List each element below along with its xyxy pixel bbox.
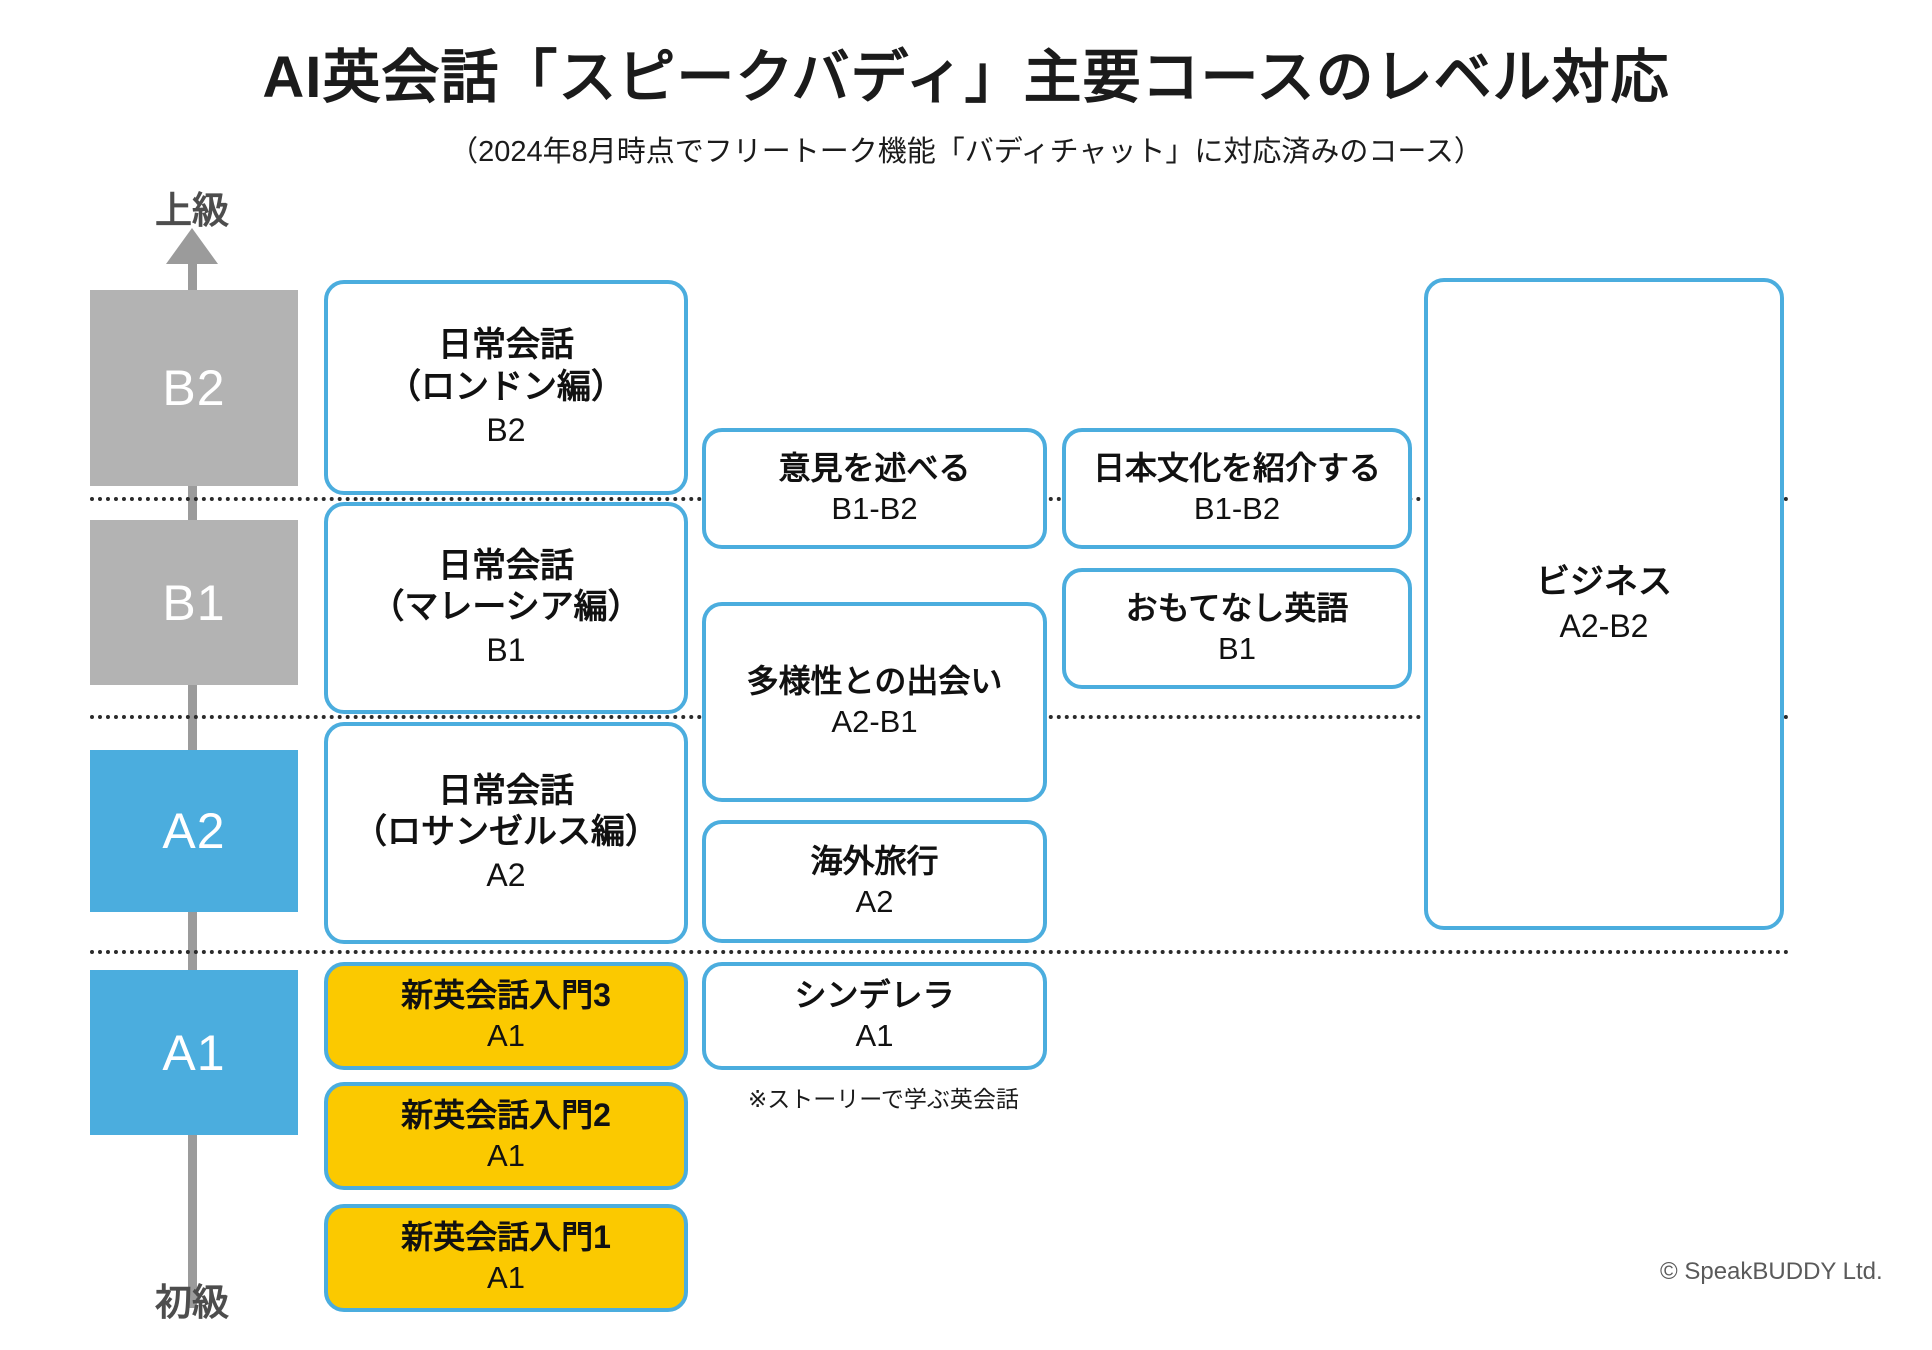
course-name: 海外旅行 [810, 842, 939, 879]
page-title: AI英会話「スピークバディ」主要コースのレベル対応 [262, 45, 1670, 110]
course-name: 新英会話入門3 [401, 977, 611, 1014]
course-card-daily-london[interactable]: 日常会話 （ロンドン編） B2 [324, 280, 688, 495]
copyright-credit: © SpeakBUDDY Ltd. [1660, 1258, 1883, 1285]
course-level: A2-B1 [831, 704, 918, 740]
course-level: B1 [1218, 630, 1256, 666]
level-block-a2: A2 [90, 750, 298, 912]
course-level: A1 [487, 1138, 525, 1174]
course-name: 日本文化を紹介する [1092, 449, 1381, 486]
course-card-cinderella[interactable]: シンデレラ A1 [702, 962, 1047, 1070]
level-block-a1: A1 [90, 970, 298, 1135]
axis-top-label: 上級 [155, 190, 229, 231]
course-name: 新英会話入門1 [401, 1219, 611, 1256]
course-name: 意見を述べる [778, 449, 971, 486]
course-level: B1-B2 [831, 490, 918, 526]
page-subtitle: （2024年8月時点でフリートーク機能「バディチャット」に対応済みのコース） [449, 136, 1483, 168]
course-level: A2 [855, 883, 894, 919]
course-level: A2-B2 [1559, 607, 1649, 644]
course-level: A1 [487, 1260, 525, 1296]
axis-bottom-label: 初級 [155, 1282, 229, 1323]
course-card-introduce-japanese-culture[interactable]: 日本文化を紹介する B1-B2 [1062, 428, 1412, 549]
course-name: 新英会話入門2 [401, 1097, 611, 1134]
course-level: B2 [486, 411, 526, 448]
course-name: 日常会話 （ロンドン編） [387, 326, 625, 406]
course-name: おもてなし英語 [1125, 589, 1349, 626]
course-level: A2 [486, 857, 526, 894]
course-card-business[interactable]: ビジネス A2-B2 [1424, 278, 1784, 930]
course-level: A1 [855, 1018, 894, 1054]
course-card-diversity-encounter[interactable]: 多様性との出会い A2-B1 [702, 602, 1047, 802]
course-card-shin-eikaiwa-nyumon-2[interactable]: 新英会話入門2 A1 [324, 1082, 688, 1190]
level-separator-a2-a1 [90, 950, 1790, 954]
course-name: 日常会話 （マレーシア編） [370, 546, 642, 626]
course-card-express-opinions[interactable]: 意見を述べる B1-B2 [702, 428, 1047, 549]
level-block-b2: B2 [90, 290, 298, 486]
course-name: 日常会話 （ロサンゼルス編） [353, 771, 659, 851]
course-card-daily-losangeles[interactable]: 日常会話 （ロサンゼルス編） A2 [324, 722, 688, 944]
course-name: シンデレラ [794, 977, 955, 1014]
course-name: ビジネス [1536, 563, 1672, 602]
course-name: 多様性との出会い [746, 663, 1003, 700]
course-card-shin-eikaiwa-nyumon-1[interactable]: 新英会話入門1 A1 [324, 1204, 688, 1312]
course-card-daily-malaysia[interactable]: 日常会話 （マレーシア編） B1 [324, 502, 688, 714]
level-block-b1: B1 [90, 520, 298, 685]
footnote-text: ※ストーリーで学ぶ英会話 [748, 1086, 1019, 1112]
course-card-shin-eikaiwa-nyumon-3[interactable]: 新英会話入門3 A1 [324, 962, 688, 1070]
course-card-omotenashi-english[interactable]: おもてなし英語 B1 [1062, 568, 1412, 689]
course-card-overseas-travel[interactable]: 海外旅行 A2 [702, 820, 1047, 943]
course-level: A1 [487, 1018, 525, 1054]
course-level: B1-B2 [1193, 490, 1281, 526]
course-level: B1 [486, 632, 526, 669]
